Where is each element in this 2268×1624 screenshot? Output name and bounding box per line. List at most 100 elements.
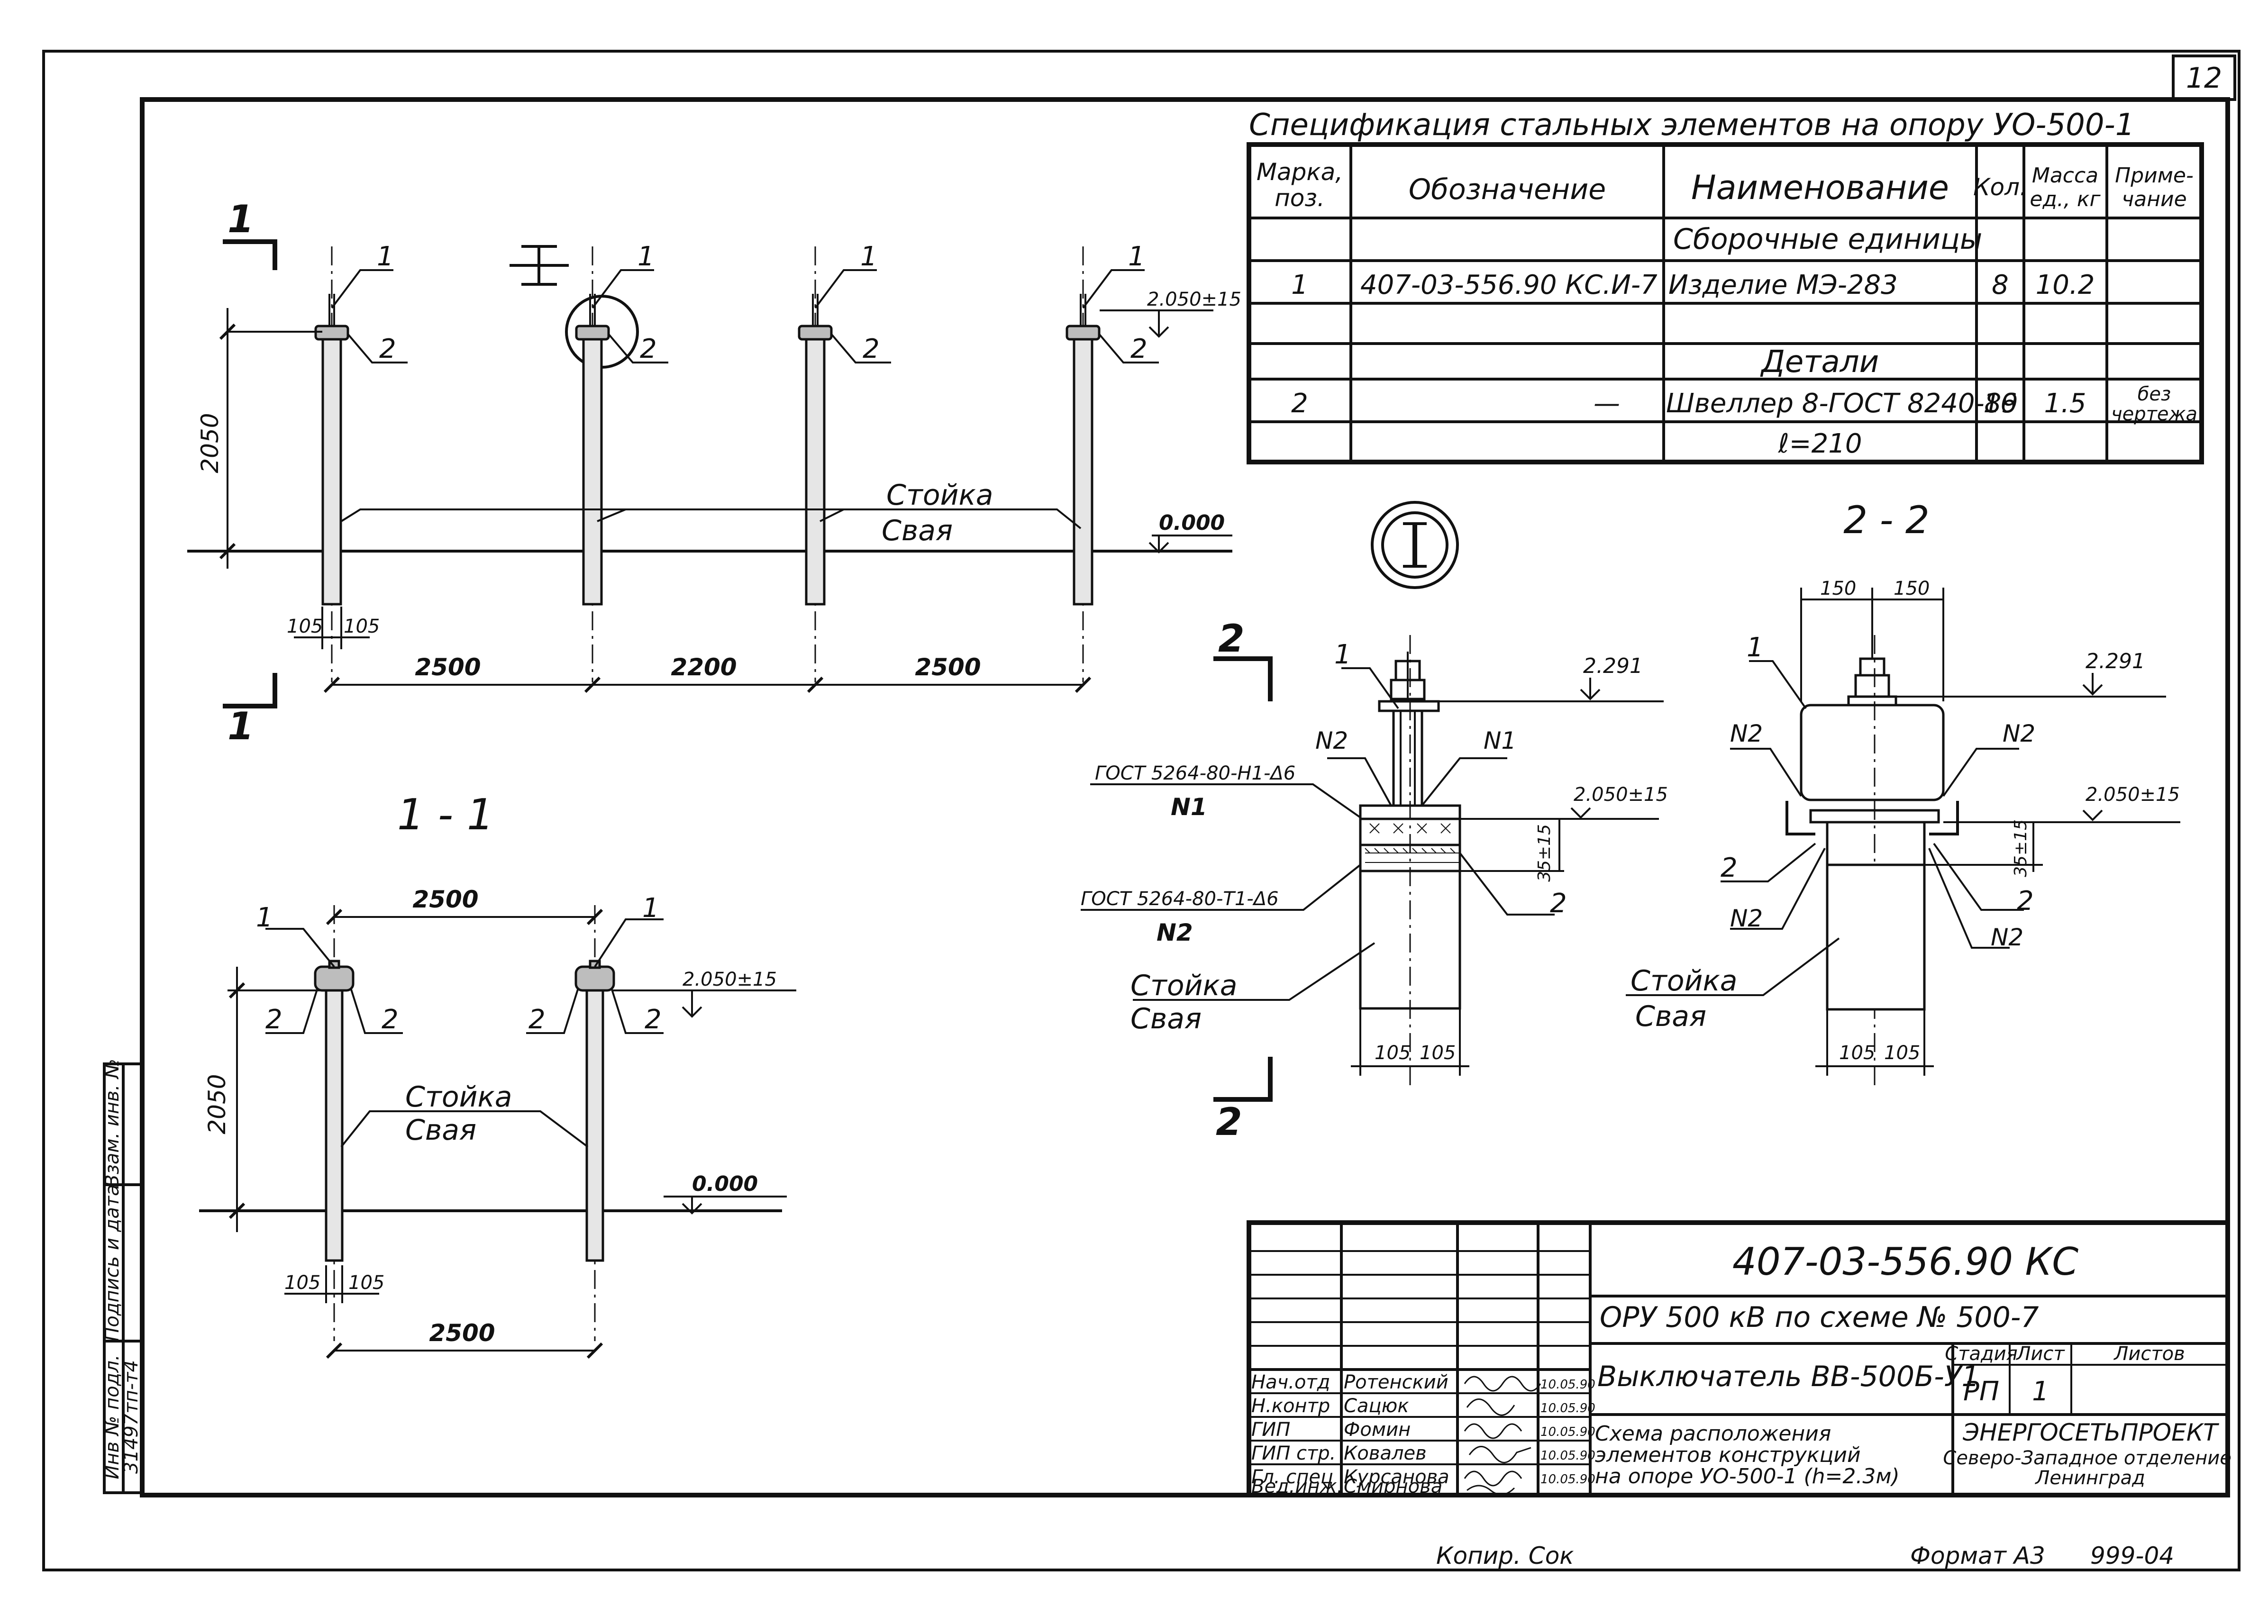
svg-text:2: 2 [379, 334, 396, 364]
pile-2 [575, 246, 610, 682]
svg-text:Фомин: Фомин [1344, 1419, 1411, 1441]
svg-text:2050: 2050 [196, 413, 224, 473]
svg-text:105: 105 [344, 616, 380, 637]
svg-text:1: 1 [860, 241, 877, 272]
svg-text:Формат А3: Формат А3 [1910, 1542, 2045, 1570]
svg-text:1: 1 [377, 241, 394, 272]
svg-text:N2: N2 [1730, 905, 1763, 932]
signatures [1464, 1376, 1541, 1496]
svg-text:0.000: 0.000 [1159, 511, 1225, 535]
svg-text:Свая: Свая [1635, 1000, 1706, 1033]
sheet-number: 12 [2186, 62, 2222, 95]
section-details: Детали [1760, 345, 1879, 380]
svg-text:2.291: 2.291 [2086, 649, 2145, 673]
svg-text:150: 150 [1894, 578, 1930, 599]
svg-text:Стойка: Стойка [886, 479, 993, 512]
row2-extra: ℓ=210 [1778, 428, 1862, 459]
svg-text:1: 1 [2032, 1376, 2049, 1407]
drawing-name: Схема расположения элементов конструкций… [1595, 1422, 1900, 1488]
section-1-1-view: 1 - 1 2500 1 1 2 2 2 2 2.050±15 0.000 [199, 790, 796, 1359]
svg-text:2: 2 [863, 334, 880, 364]
svg-text:Нач.отд: Нач.отд [1251, 1371, 1330, 1393]
org-sub: Северо-Западное отделение Ленинград [1943, 1447, 2237, 1489]
svg-text:1: 1 [1747, 632, 1764, 663]
spec-title: Спецификация стальных элементов на опору… [1249, 108, 2134, 143]
outer-frame [42, 50, 2241, 1571]
svg-text:Лист: Лист [2015, 1343, 2065, 1365]
hdr-mark: Марка,поз. [1257, 158, 1343, 212]
svg-text:105: 105 [1420, 1042, 1456, 1064]
svg-text:2: 2 [382, 1004, 399, 1035]
hdr-note: Приме-чание [2115, 163, 2194, 211]
section-1-1-title: 1 - 1 [397, 790, 494, 840]
svg-text:ГИП стр.: ГИП стр. [1251, 1443, 1336, 1464]
svg-text:2500: 2500 [429, 1319, 495, 1347]
svg-text:999-04: 999-04 [2090, 1542, 2174, 1570]
row2-mark: 2 [1291, 388, 1308, 419]
svg-text:Подпись и дата: Подпись и дата [101, 1184, 123, 1341]
svg-text:Свая: Свая [1130, 1002, 1202, 1035]
svg-text:2: 2 [265, 1004, 282, 1035]
svg-text:31497тп-т4: 31497тп-т4 [120, 1360, 142, 1474]
node-I-callout [510, 245, 639, 369]
svg-text:2: 2 [528, 1004, 546, 1035]
svg-text:10.05.90: 10.05.90 [1540, 1401, 1595, 1415]
level-zero-elevation: 0.000 [1148, 511, 1232, 553]
svg-text:Листов: Листов [2113, 1343, 2185, 1365]
svg-text:Сацюк: Сацюк [1344, 1395, 1409, 1417]
footer: Копир. Сок Формат А3 999-04 [1436, 1542, 2174, 1570]
svg-text:N2: N2 [1991, 924, 2023, 951]
section-2-2-view: 2 - 2 150 150 2.291 2.050±15 35±15 [1626, 498, 2180, 1090]
section-assemblies: Сборочные единицы [1673, 223, 1982, 256]
svg-text:ОРУ 500 кВ по схеме № 500-7: ОРУ 500 кВ по схеме № 500-7 [1600, 1301, 2039, 1334]
svg-text:N2: N2 [2003, 720, 2035, 747]
svg-text:2: 2 [2017, 886, 2034, 916]
svg-text:2500: 2500 [412, 886, 478, 913]
svg-text:2200: 2200 [671, 653, 737, 681]
svg-text:Вед.инж.: Вед.инж. [1251, 1476, 1343, 1497]
svg-text:ГИП: ГИП [1251, 1419, 1290, 1441]
svg-text:2.291: 2.291 [1583, 654, 1643, 678]
bottom-dims-elevation: 105 105 2500 2200 2500 [287, 607, 1092, 693]
svg-text:N1: N1 [1171, 793, 1207, 821]
node-I-view: 2 2 2.291 2.050±15 35±15 1 [1081, 501, 1668, 1144]
svg-text:2.050±15: 2.050±15 [683, 969, 777, 990]
height-dim-elevation: 2050 [196, 308, 322, 569]
hdr-designation: Обозначение [1409, 173, 1606, 206]
svg-text:РП: РП [1963, 1376, 1999, 1407]
svg-text:10.05.90: 10.05.90 [1540, 1425, 1595, 1439]
row1-qty: 8 [1992, 270, 2009, 300]
svg-text:N1: N1 [1484, 727, 1516, 754]
svg-text:1: 1 [1334, 639, 1351, 670]
svg-text:Ротенский: Ротенский [1344, 1371, 1448, 1393]
svg-text:2: 2 [640, 334, 657, 364]
svg-text:407-03-556.90 КС: 407-03-556.90 КС [1732, 1240, 2078, 1284]
svg-text:N2: N2 [1157, 919, 1193, 946]
svg-text:1: 1 [228, 197, 254, 241]
svg-text:2: 2 [1550, 888, 1567, 919]
svg-text:2050: 2050 [203, 1074, 231, 1134]
section-2-2-title: 2 - 2 [1843, 498, 1930, 542]
leaders-elevation: 1 2 1 2 1 2 1 2 [331, 241, 1159, 364]
svg-text:2.050±15: 2.050±15 [1574, 784, 1668, 806]
svg-text:Смирнова: Смирнова [1344, 1476, 1442, 1497]
row1-designation: 407-03-556.90 КС.И-7 [1360, 270, 1658, 300]
svg-text:105: 105 [1884, 1042, 1920, 1064]
svg-text:2500: 2500 [915, 653, 981, 681]
hdr-qty: Кол. [1973, 173, 2027, 201]
svg-text:Выключатель ВВ-500Б-У1: Выключатель ВВ-500Б-У1 [1597, 1360, 1980, 1393]
pile-1 [314, 246, 349, 682]
svg-text:Свая: Свая [882, 514, 953, 547]
svg-text:2: 2 [645, 1004, 662, 1035]
svg-text:Курсанова: Курсанова [1344, 1466, 1449, 1488]
svg-text:10.05.90: 10.05.90 [1540, 1449, 1595, 1463]
svg-text:Стойка: Стойка [405, 1080, 512, 1114]
inner-frame [140, 97, 2230, 1497]
svg-text:Стойка: Стойка [1130, 969, 1238, 1002]
svg-text:1: 1 [256, 902, 273, 933]
svg-text:105: 105 [284, 1272, 320, 1294]
svg-text:2500: 2500 [415, 653, 481, 681]
svg-text:ЭНЕРГОСЕТЬПРОЕКТ: ЭНЕРГОСЕТЬПРОЕКТ [1962, 1419, 2219, 1446]
